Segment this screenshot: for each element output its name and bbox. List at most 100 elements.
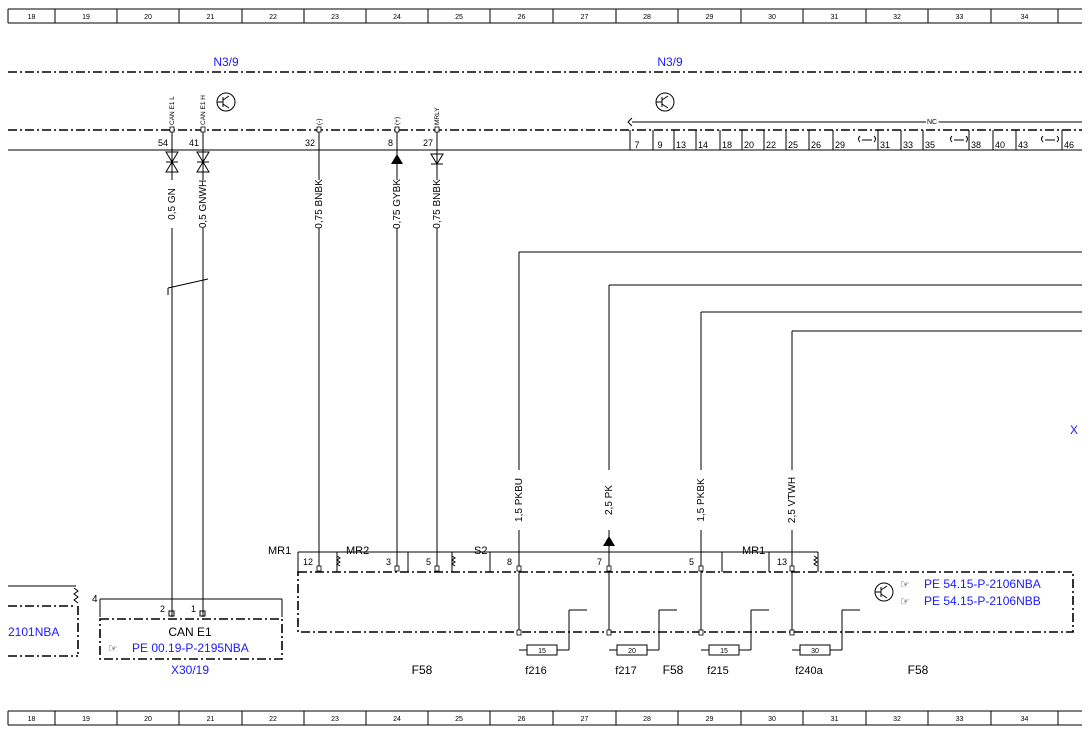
hand-pointer-icon: ☞ xyxy=(900,579,910,591)
pin-number: 27 xyxy=(423,138,433,148)
fuse-name[interactable]: f217 xyxy=(615,665,636,677)
fuse-rating: 30 xyxy=(811,648,819,655)
fuse-name[interactable]: f216 xyxy=(525,665,546,677)
separator-icon xyxy=(950,135,968,143)
top-ruler-cell: 21 xyxy=(207,14,215,21)
top-ruler-cell: 33 xyxy=(956,14,964,21)
pin-number: 41 xyxy=(189,138,199,148)
fuse-wire-label: 2,5 VTWH xyxy=(787,477,798,523)
relay-pin-number: 7 xyxy=(597,557,602,567)
nc-bracket xyxy=(627,117,633,127)
bottom-ruler-cell: 23 xyxy=(331,716,339,723)
top-ruler-cell: 31 xyxy=(831,14,839,21)
relay-pin-number: 3 xyxy=(386,557,391,567)
can-pin-4: 4 xyxy=(92,594,98,605)
right-ref-1[interactable]: PE 54.15-P-2106NBA xyxy=(924,577,1041,591)
fuse-name[interactable]: f240a xyxy=(795,665,823,677)
bottom-ruler-cell: 34 xyxy=(1021,716,1029,723)
bottom-ruler-cell: 24 xyxy=(393,716,401,723)
spring-icon xyxy=(336,555,341,567)
relay-pin-number: 5 xyxy=(426,557,431,567)
pin-name: (+) xyxy=(394,117,401,125)
wire-label: 0,5 GNWH xyxy=(198,180,209,228)
bottom-ruler-cell: 31 xyxy=(831,716,839,723)
pin-number: 8 xyxy=(388,138,393,148)
f58-fuse-box xyxy=(297,571,1074,633)
bottom-ruler-cell: 20 xyxy=(144,716,152,723)
twist-marker-line xyxy=(167,278,209,289)
relay-pin-number: 8 xyxy=(507,557,512,567)
top-ruler-cell: 19 xyxy=(82,14,90,21)
bottom-ruler-cell: 27 xyxy=(581,716,589,723)
top-ruler-cell: 27 xyxy=(581,14,589,21)
top-ruler-cell: 22 xyxy=(269,14,277,21)
right-pin-number: 13 xyxy=(676,140,686,150)
right-pin-number: 22 xyxy=(766,140,776,150)
input-arrow-icon xyxy=(391,154,403,164)
relay-term-label: MR1 xyxy=(268,545,291,557)
right-pin-number: 20 xyxy=(744,140,754,150)
can-ref-link[interactable]: PE 00.19-P-2195NBA xyxy=(132,641,249,655)
top-ruler-cell: 28 xyxy=(643,14,651,21)
n39-label-right[interactable]: N3/9 xyxy=(657,55,683,69)
right-ref-2[interactable]: PE 54.15-P-2106NBB xyxy=(924,594,1041,608)
top-ruler-cell: 32 xyxy=(893,14,901,21)
wire-label: 0,75 BNBK xyxy=(432,179,443,229)
f58-label-a[interactable]: F58 xyxy=(412,663,433,677)
right-pin-number: 35 xyxy=(925,140,935,150)
right-pin-number: 9 xyxy=(657,140,662,150)
separator-icon xyxy=(1041,135,1059,143)
right-pin-number: 14 xyxy=(698,140,708,150)
right-pin-number: 40 xyxy=(995,140,1005,150)
bottom-ruler-cell: 28 xyxy=(643,716,651,723)
top-ruler-cell: 29 xyxy=(706,14,714,21)
relay-term-label: S2 xyxy=(474,545,487,557)
left-ref-label[interactable]: 2101NBA xyxy=(8,625,59,639)
bottom-ruler-cell: 22 xyxy=(269,716,277,723)
transistor-icon xyxy=(874,582,894,602)
right-pin-number: 43 xyxy=(1018,140,1028,150)
top-ruler-cell: 18 xyxy=(28,14,36,21)
bottom-ruler-cell: 26 xyxy=(518,716,526,723)
f58-label-c[interactable]: F58 xyxy=(908,663,929,677)
bottom-ruler-cell: 18 xyxy=(28,716,36,723)
bottom-ruler-cell: 25 xyxy=(455,716,463,723)
right-pin-number: 46 xyxy=(1064,140,1074,150)
x30-19-label[interactable]: X30/19 xyxy=(171,663,209,677)
top-ruler-cell: 30 xyxy=(768,14,776,21)
f58-label-b[interactable]: F58 xyxy=(663,663,684,677)
bidirectional-connector-icon xyxy=(196,151,210,173)
wire-label: 0,75 GYBK xyxy=(392,179,403,229)
hand-pointer-icon: ☞ xyxy=(108,643,118,655)
right-pin-number: 7 xyxy=(634,140,639,150)
nc-label: NC xyxy=(927,119,937,126)
top-ruler-cell: 34 xyxy=(1021,14,1029,21)
right-pin-number: 29 xyxy=(835,140,845,150)
right-pin-number: 26 xyxy=(811,140,821,150)
fuse-rating: 20 xyxy=(628,648,636,655)
hand-pointer-icon: ☞ xyxy=(900,596,910,608)
fuse-wire-label: 1,5 PKBK xyxy=(696,478,707,522)
can-e1-title: CAN E1 xyxy=(168,625,212,639)
relay-term-label: MR2 xyxy=(346,545,369,557)
top-ruler-cell: 26 xyxy=(518,14,526,21)
n39-label-left[interactable]: N3/9 xyxy=(213,55,239,69)
fuse-name[interactable]: f215 xyxy=(707,665,728,677)
right-pin-number: 18 xyxy=(722,140,732,150)
output-arrow-icon xyxy=(430,153,444,165)
wire-label: 0,5 GN xyxy=(167,188,178,220)
pin-number: 54 xyxy=(158,138,168,148)
x-label-partial[interactable]: X xyxy=(1070,423,1078,437)
bottom-ruler-cell: 33 xyxy=(956,716,964,723)
input-arrow-icon xyxy=(603,536,615,546)
right-pin-number: 31 xyxy=(880,140,890,150)
fuse-wire-label: 1,5 PKBU xyxy=(514,478,525,522)
